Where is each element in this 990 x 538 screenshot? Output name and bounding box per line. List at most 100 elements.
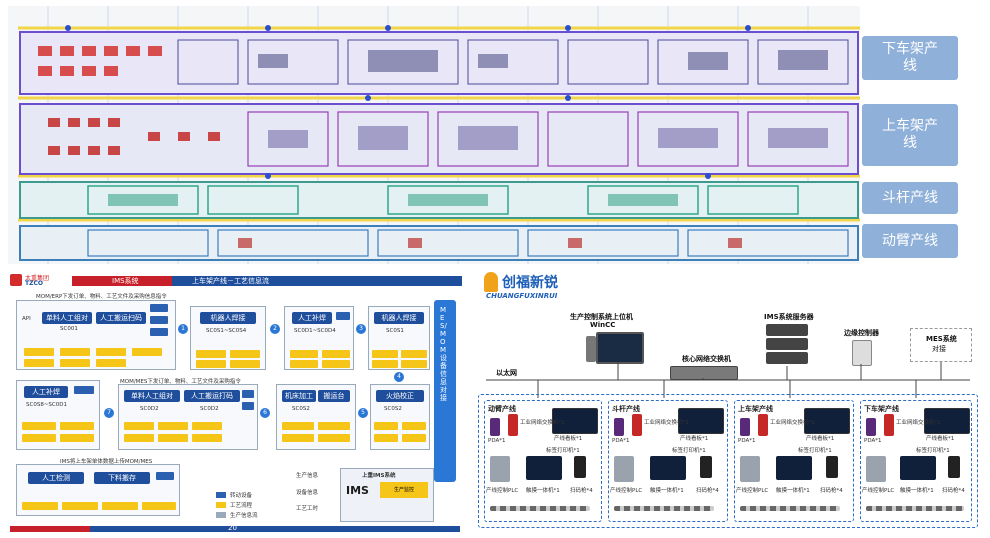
tzco-logo: 太重集团 TZCO [10, 272, 70, 288]
device-chip [150, 328, 168, 336]
step-7-marker: 5 [358, 408, 368, 418]
device-label: 触摸一体机*1 [900, 488, 934, 494]
station-title: 单料人工组对 [124, 390, 180, 402]
device-label: PDA*1 [488, 438, 506, 444]
plc-icon [490, 456, 510, 482]
flow-chip [24, 348, 54, 356]
brand-english: CHUANGFUXINRUI [486, 292, 558, 300]
device-label: 产线控制PLC [736, 488, 769, 494]
device-label: 产线看板*1 [806, 436, 835, 442]
flow-chip [318, 434, 350, 442]
step-6-marker: 6 [260, 408, 270, 418]
monitor-icon [596, 332, 644, 364]
edge-controller-icon [852, 340, 872, 366]
station-code: SC0S1 [386, 328, 404, 334]
ims-input-label: 设备信息 [296, 490, 319, 496]
flow-chip [372, 350, 398, 358]
flow-chip [22, 422, 56, 430]
device-label: 产线控制PLC [486, 488, 519, 494]
station-code: SC0D2 [140, 406, 159, 412]
group-label: 上车架产线 [738, 405, 773, 413]
station-title: 机器人焊接 [200, 312, 256, 324]
pc-tower-icon [586, 336, 596, 362]
flow-chip [401, 350, 427, 358]
flow-chip [24, 359, 54, 367]
station-code: SC0S2 [384, 406, 402, 412]
flow-chip [132, 348, 162, 356]
step-5-marker: 7 [104, 408, 114, 418]
mes-system-box [910, 328, 972, 362]
device-label: 产线控制PLC [610, 488, 643, 494]
station-title: 火焰校正 [376, 390, 424, 402]
device-label: 工业网络交换机*1 [896, 420, 941, 426]
plc-icon [614, 456, 634, 482]
dashboard-screen-icon [678, 408, 724, 434]
breadcrumb-upper-frame-flow: 上车架产线－工艺信息流 [172, 276, 462, 286]
station-code: SC0S1~SC0S4 [206, 328, 247, 334]
industrial-switch-icon [884, 414, 894, 436]
flow-chip [158, 434, 188, 442]
legend-swatch [216, 492, 226, 498]
device-label: 标签打印机*1 [672, 448, 706, 454]
dashboard-screen-icon [552, 408, 598, 434]
process-flow-diagram: 太重集团 TZCO IMS系统 上车架产线－工艺信息流 MOM/ERP下发订单、… [10, 272, 462, 534]
breadcrumb-ims: IMS系统 [72, 276, 172, 286]
device-chip [74, 386, 94, 394]
switch-label: 核心网络交换机 [682, 355, 731, 363]
touch-panel-icon [900, 456, 936, 480]
flow-chip [142, 502, 176, 510]
plc-icon [740, 456, 760, 482]
scanner-icon [826, 456, 838, 478]
device-chip [336, 312, 350, 320]
flow-chip [318, 422, 350, 430]
device-label: 扫码枪*4 [942, 488, 965, 494]
lane-label-boom: 动臂产线 [862, 224, 958, 258]
device-label: 标签打印机*1 [546, 448, 580, 454]
station-code: SC0D1~SC0D4 [294, 328, 336, 334]
scanner-icon [700, 456, 712, 478]
device-chip [242, 390, 254, 398]
logo-sub: TZCO [25, 280, 43, 287]
flow-chip [322, 360, 350, 368]
host-label: 生产控制系统上位机 [570, 313, 633, 321]
scanner-icon [948, 456, 960, 478]
flow-chip [60, 434, 94, 442]
flow-chip [124, 422, 154, 430]
lane-label-lower-frame: 下车架产 线 [862, 36, 958, 80]
pda-icon [740, 418, 750, 436]
flow-chip [192, 434, 222, 442]
production-lines-frame [478, 394, 978, 528]
device-label: 触摸一体机*1 [650, 488, 684, 494]
flow-chip [22, 502, 58, 510]
device-label: 触摸一体机*1 [776, 488, 810, 494]
legend-swatch [216, 502, 226, 508]
device-label: 标签打印机*1 [798, 448, 832, 454]
device-label: 工业网络交换机*1 [770, 420, 815, 426]
step-4-marker: 4 [394, 372, 404, 382]
industrial-switch-icon [508, 414, 518, 436]
flow-chip [96, 348, 126, 356]
station-code: SC0S2 [292, 406, 310, 412]
group-label: 动臂产线 [488, 405, 516, 413]
legend-swatch [216, 512, 226, 518]
device-chip [156, 472, 174, 480]
flow-chip [282, 434, 314, 442]
industrial-switch-icon [632, 414, 642, 436]
side-banner-label: MES/MOM设备信息对接 [440, 306, 447, 402]
device-label: PDA*1 [612, 438, 630, 444]
station-title: 人工搬运打码 [184, 390, 240, 402]
step-3-marker: 3 [356, 324, 366, 334]
station-title: 下料搬存 [94, 472, 150, 484]
industrial-switch-icon [758, 414, 768, 436]
ims-input-label: 工艺工时 [296, 506, 319, 512]
station-title: 人工补焊 [292, 312, 332, 324]
footer-red [10, 526, 90, 532]
pda-icon [490, 418, 500, 436]
dashboard-screen-icon [924, 408, 970, 434]
flow-chip [372, 360, 398, 368]
plc-icon [866, 456, 886, 482]
station-group-1 [16, 300, 176, 370]
flow-chip [124, 434, 154, 442]
station-code: SC001 [60, 326, 78, 332]
pda-icon [614, 418, 624, 436]
